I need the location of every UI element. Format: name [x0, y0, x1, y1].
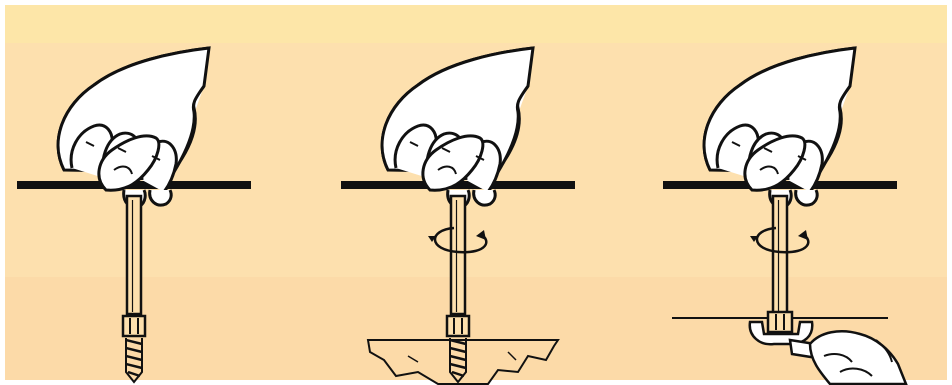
nut [445, 314, 471, 338]
band-top [5, 5, 947, 43]
nut [121, 314, 147, 338]
panel-3 [661, 46, 908, 385]
ground-surface [366, 339, 560, 385]
panel-2 [339, 46, 577, 385]
